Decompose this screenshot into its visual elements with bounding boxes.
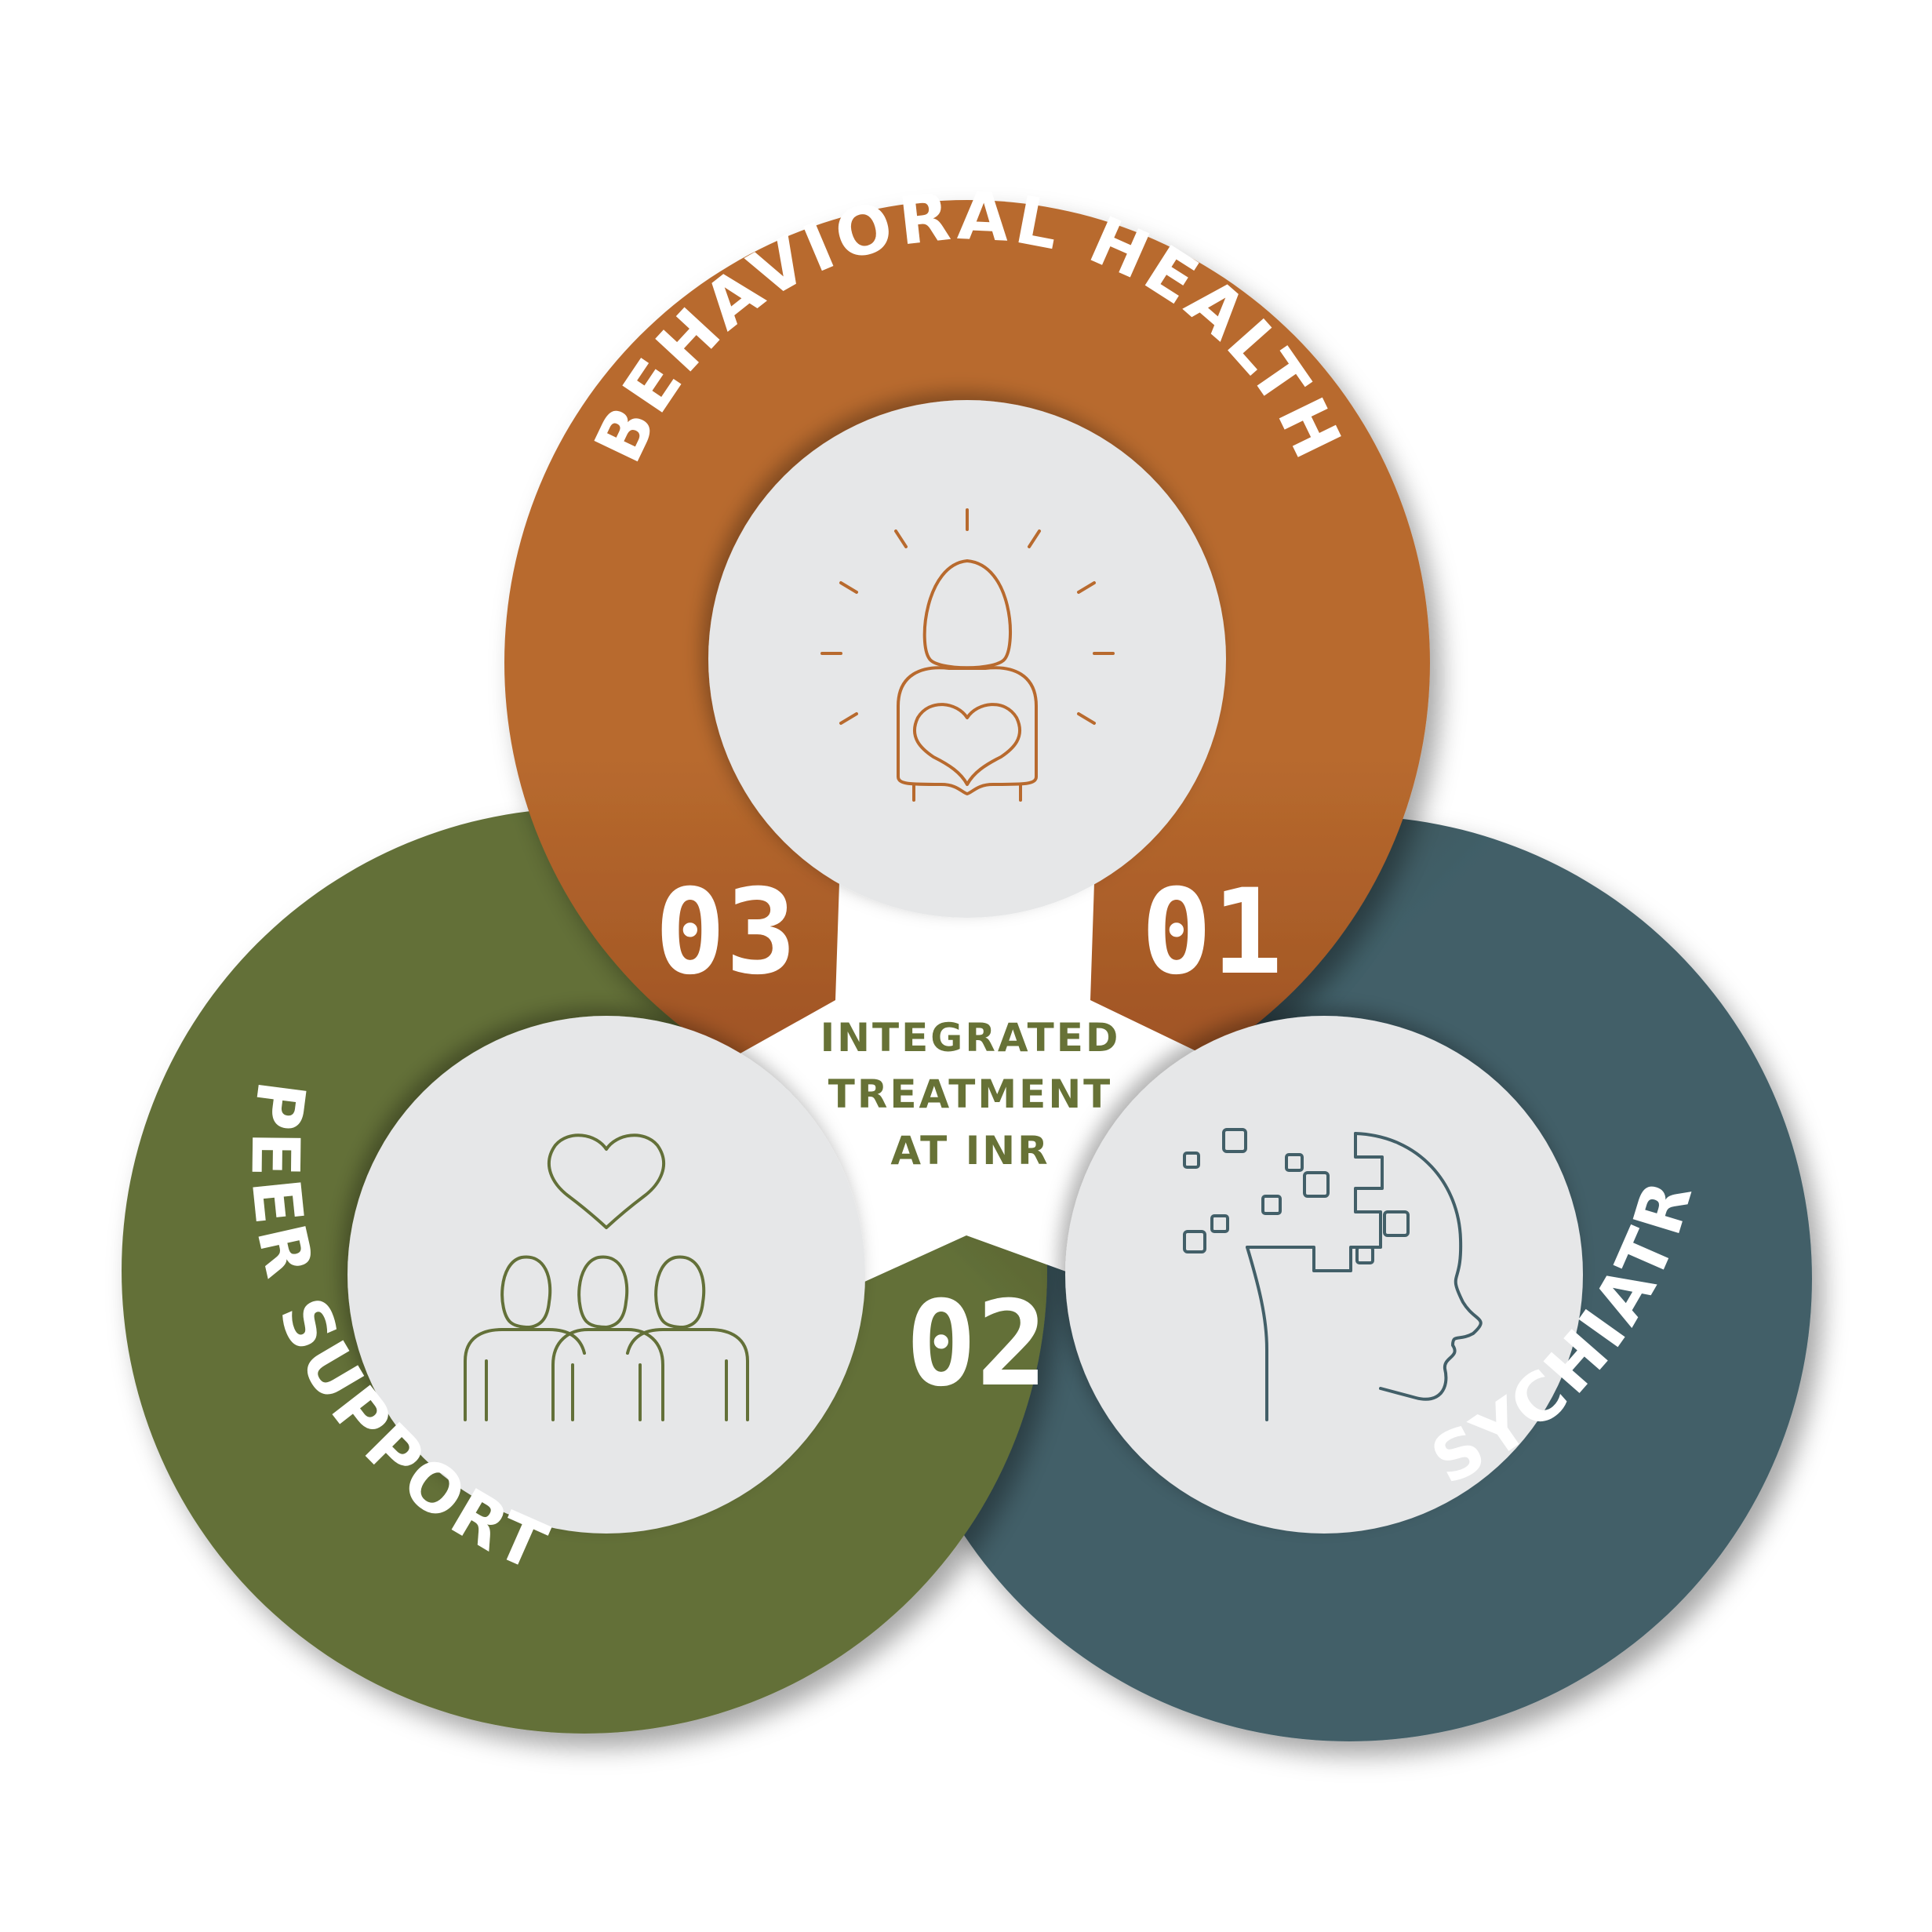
peer-inner-circle bbox=[347, 1016, 865, 1534]
psychiatry-number: 02 bbox=[906, 1276, 1048, 1413]
center-line-3: AT INR bbox=[890, 1128, 1050, 1173]
person-holding-heart-icon bbox=[820, 508, 1115, 802]
psychiatry-inner-circle bbox=[1065, 1016, 1583, 1534]
group-with-heart-icon bbox=[464, 1133, 749, 1421]
head-profile-pixels-icon bbox=[1183, 1128, 1483, 1421]
behavioral-number: 01 bbox=[1141, 864, 1283, 1001]
center-line-2: TREATMENT bbox=[828, 1072, 1113, 1117]
center-line-1: INTEGRATED bbox=[820, 1015, 1121, 1061]
center-title: INTEGRATED TREATMENT AT INR bbox=[820, 1015, 1121, 1173]
behavioral-inner-circle bbox=[708, 400, 1226, 918]
peer-number: 03 bbox=[655, 864, 797, 1001]
center-region bbox=[737, 882, 1196, 1283]
